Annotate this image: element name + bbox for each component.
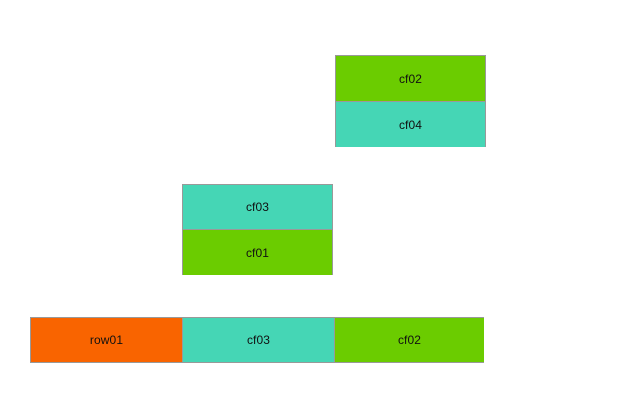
block-label: cf02 [397, 333, 422, 347]
block-cf02[interactable]: cf02 [335, 318, 484, 362]
block-label: cf04 [398, 117, 423, 132]
top-stack: cf02 cf04 [335, 55, 486, 147]
bottom-row: row01 cf03 cf02 [30, 317, 484, 363]
middle-stack: cf03 cf01 [182, 184, 333, 275]
block-cf01[interactable]: cf01 [183, 230, 332, 275]
block-row01[interactable]: row01 [31, 318, 182, 362]
block-label: cf02 [398, 71, 423, 86]
block-label: row01 [89, 333, 124, 347]
block-label: cf03 [245, 200, 270, 214]
block-cf03[interactable]: cf03 [183, 318, 334, 362]
block-cf04[interactable]: cf04 [336, 102, 485, 147]
block-cf02[interactable]: cf02 [336, 56, 485, 101]
block-label: cf03 [246, 333, 271, 347]
block-cf03[interactable]: cf03 [183, 185, 332, 229]
block-label: cf01 [245, 245, 270, 260]
